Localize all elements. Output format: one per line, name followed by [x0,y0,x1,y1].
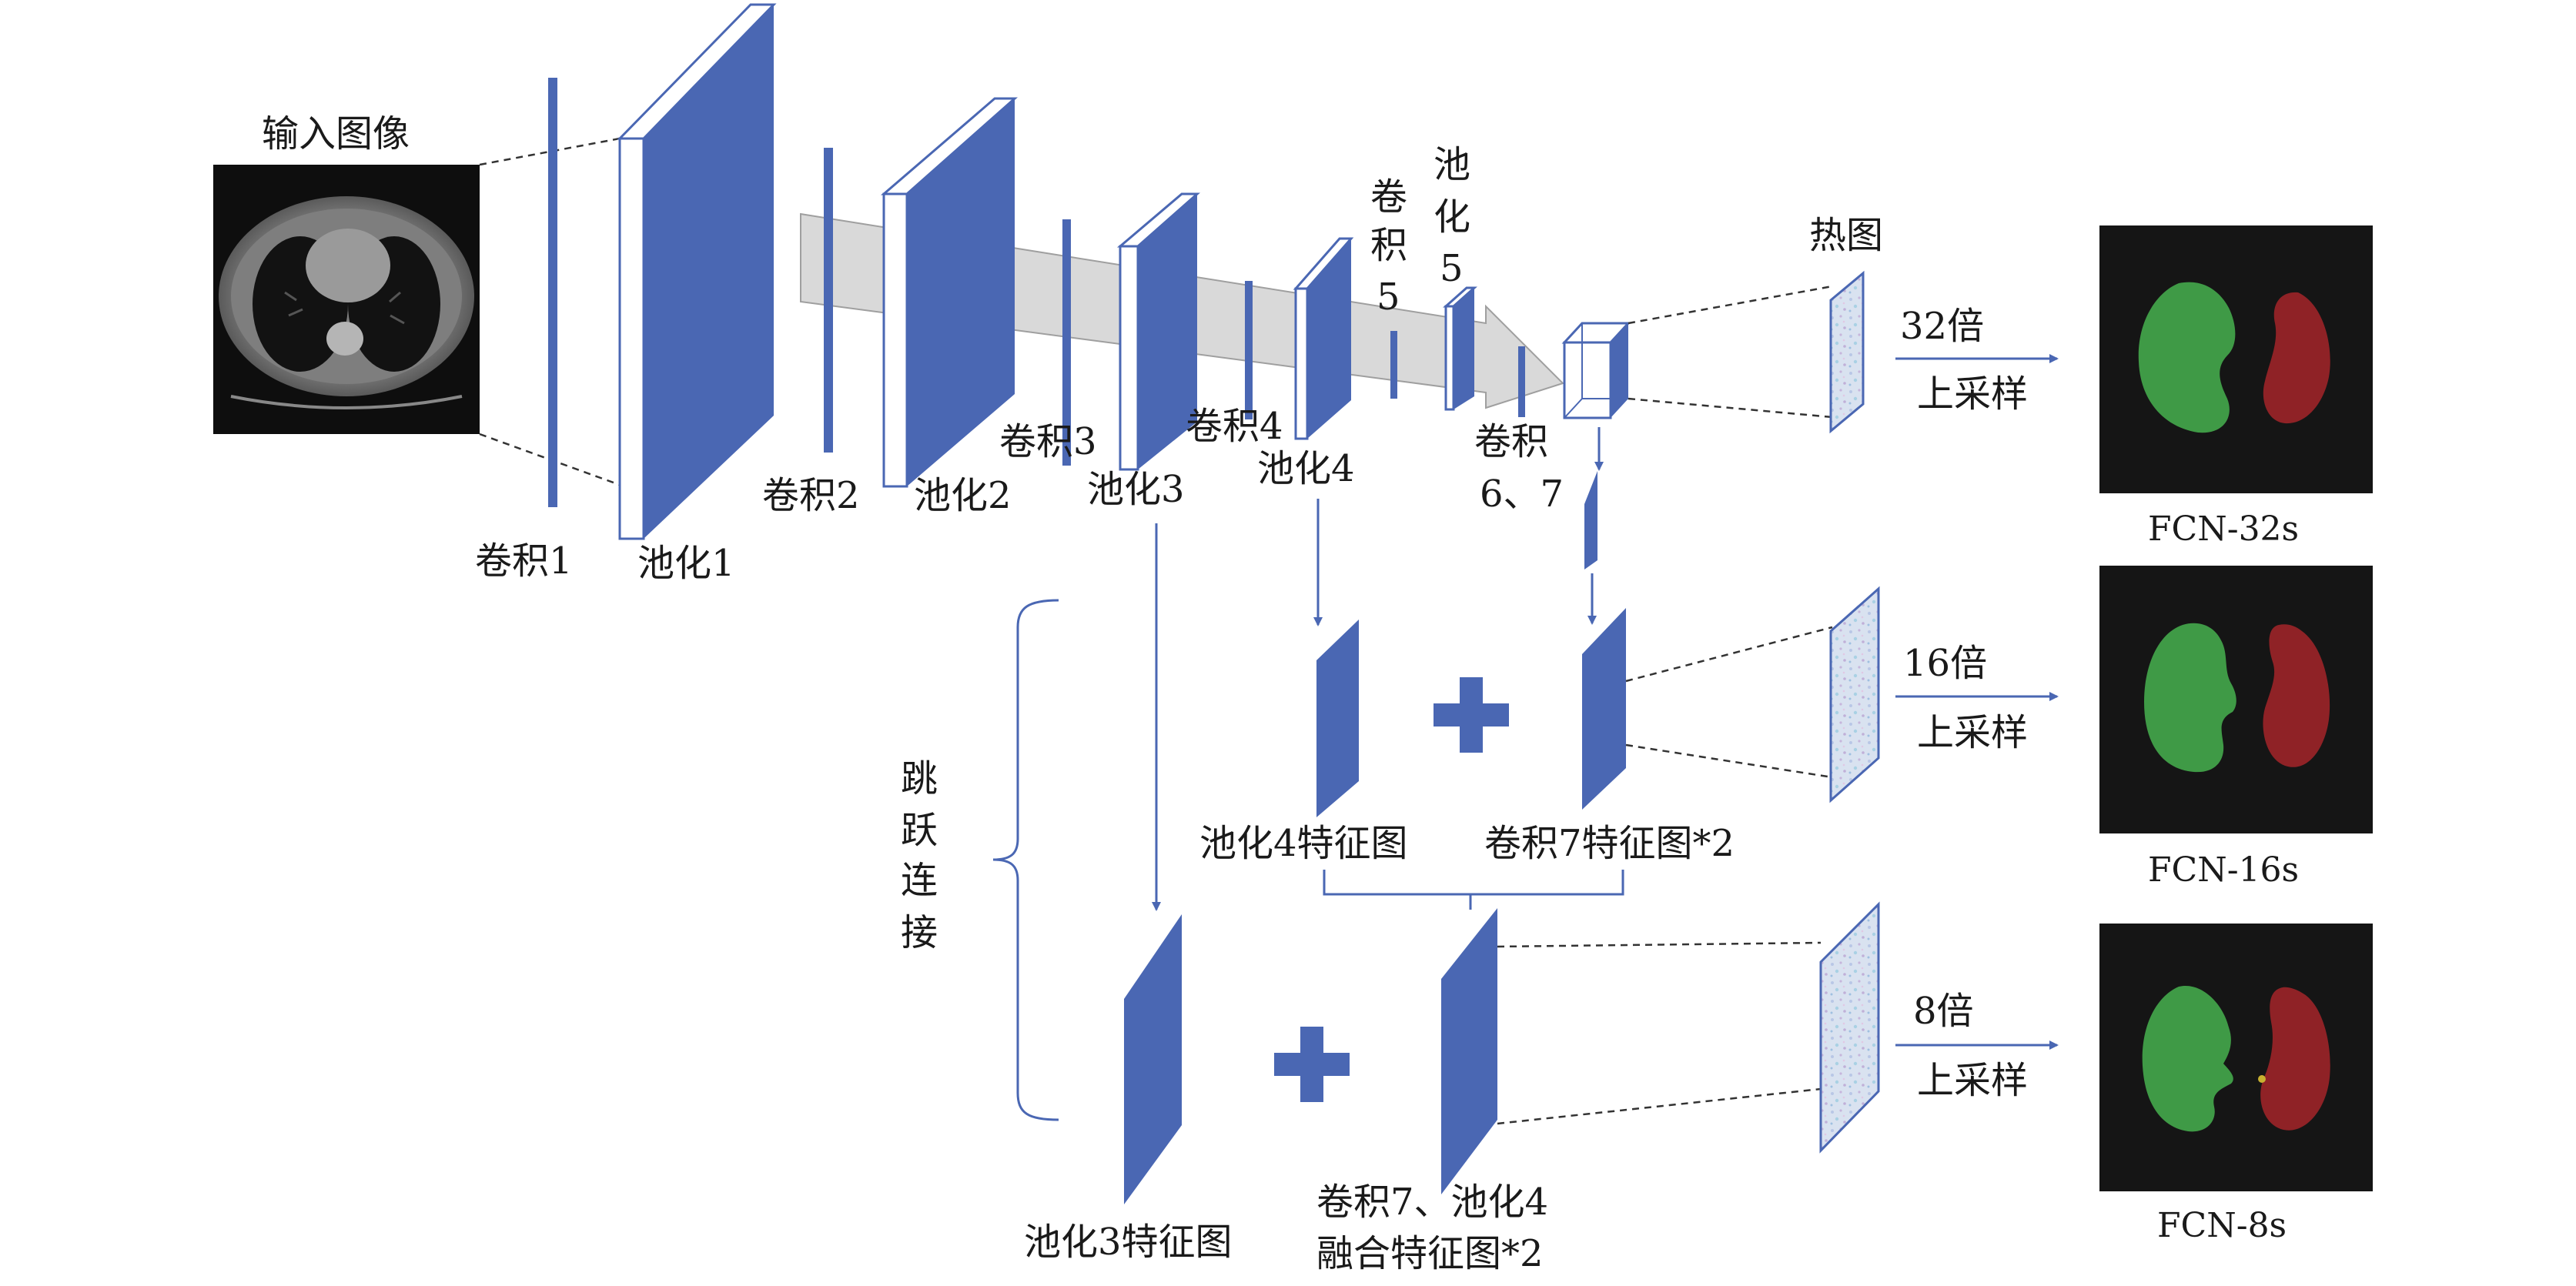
skip-connection-brace [992,599,1059,1121]
svg-text:5: 5 [1440,247,1464,290]
upsample-scale-16: 16倍 [1903,642,1987,685]
svg-text:跳: 跳 [901,757,938,800]
heatmap-8s [1819,901,1880,1154]
output-name-32s: FCN-32s [2148,509,2299,549]
upsample-label-32: 上采样 [1917,372,2028,416]
fused-feature-map [1441,908,1497,1194]
conv1-layer [548,78,557,507]
svg-text:跃: 跃 [901,809,938,852]
output-fcn-16s [2099,566,2373,833]
conv6-layer [1518,346,1525,417]
output-name-16s: FCN-16s [2148,850,2299,890]
pool5-label: 池 化 5 [1434,143,1470,290]
svg-text:卷: 卷 [1370,175,1407,219]
conv67-cube [1561,322,1631,419]
pool1-layer [617,3,777,540]
fused-feature-label: 卷积7、池化4 融合特征图*2 [1316,1181,1548,1275]
pool4-feature-map [1316,620,1359,817]
conv5-label: 卷 积 5 [1370,175,1407,319]
conv2-layer [824,148,833,453]
svg-text:融合特征图*2: 融合特征图*2 [1316,1232,1544,1275]
conv2-label: 卷积2 [762,474,860,517]
svg-text:卷积7、池化4: 卷积7、池化4 [1316,1181,1548,1224]
svg-text:化: 化 [1434,195,1470,239]
pool2-layer [880,97,1018,488]
pool3-feature-label: 池化3特征图 [1024,1221,1233,1264]
conv3-layer [1062,219,1071,466]
pool3-feature-map [1124,914,1182,1204]
pool5-layer [1443,286,1477,411]
plus-icon-row2 [1434,677,1509,753]
upsample-scale-8: 8倍 [1913,990,1974,1033]
heatmap-32s [1829,270,1865,434]
upsample-label-8: 上采样 [1917,1059,2028,1102]
upsample-label-16: 上采样 [1917,711,2028,754]
pool4-feature-label: 池化4特征图 [1199,822,1408,865]
pool3-layer [1116,192,1200,471]
svg-text:接: 接 [901,911,938,954]
conv4-label: 卷积4 [1186,405,1283,448]
plus-icon-row3 [1274,1027,1350,1102]
svg-text:5: 5 [1377,276,1400,319]
skip-connection-label: 跳 跃 连 接 [901,757,938,954]
output-fcn-8s [2099,924,2373,1191]
svg-text:连: 连 [901,859,938,902]
upsample-scale-32: 32倍 [1900,305,1984,348]
output-fcn-32s [2099,225,2373,493]
svg-text:6、7: 6、7 [1480,473,1564,516]
conv4-layer [1245,281,1253,419]
row2-bracket [1323,870,1624,910]
pool4-label: 池化4 [1257,447,1355,490]
pool3-label: 池化3 [1087,468,1185,511]
conv3-label: 卷积3 [999,420,1097,463]
svg-text:卷积: 卷积 [1474,420,1548,463]
conv5-layer [1390,331,1397,399]
conv67-label: 卷积 6、7 [1474,420,1564,516]
heatmap-label: 热图 [1809,214,1883,257]
svg-text:积: 积 [1370,224,1407,267]
conv7-small-feature [1584,471,1597,570]
pool4-layer [1293,237,1354,440]
pool2-label: 池化2 [914,474,1012,517]
output-name-8s: FCN-8s [2157,1206,2287,1245]
input-ct-image [213,165,480,434]
conv7-feature-label: 卷积7特征图*2 [1484,822,1735,865]
pool1-label: 池化1 [637,542,735,585]
conv7-feature-map [1582,608,1626,810]
input-image-label: 输入图像 [262,112,410,155]
svg-text:池: 池 [1434,143,1470,186]
conv1-label: 卷积1 [475,539,573,583]
heatmap-16s [1829,586,1880,803]
